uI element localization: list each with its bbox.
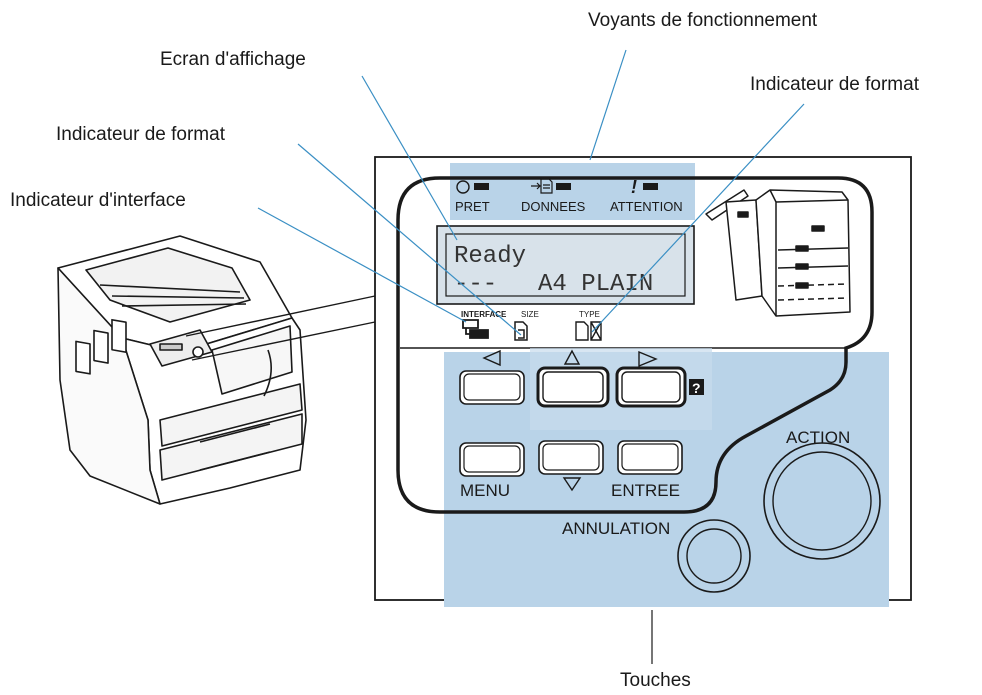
ready-light-icon [456,180,470,194]
lcd-line-2-right: A4 PLAIN [538,271,653,298]
triangle-up-icon [563,349,581,365]
leader-lines [257,49,805,664]
size-icon [514,321,528,341]
leader-interface-indicator [257,207,467,323]
leader-operation-lights [589,49,627,161]
zoom-line-top [185,295,376,337]
zoom-line-bottom [191,321,376,361]
lcd-display: Ready --- A4 PLAIN [436,225,695,305]
interface-icon-label: INTERFACE [461,310,507,319]
triangle-left-icon [482,349,501,367]
action-key-label: ACTION [786,428,850,447]
data-light-icon [531,178,553,194]
operation-lights: PRET DONNEES ! ATTENTION [455,177,683,214]
help-icon: ? [692,380,701,396]
up-key[interactable] [536,366,610,408]
attention-label: ATTENTION [610,199,683,214]
callout-size-indicator: Indicateur de format [56,124,226,145]
type-icon [575,321,602,341]
printer-illustration [57,235,307,505]
action-key[interactable] [763,442,881,560]
callout-interface-indicator: Indicateur d'interface [10,190,186,211]
lcd-line-2-left: --- [454,271,497,298]
right-key[interactable] [615,366,687,408]
enter-key-label: ENTREE [611,481,680,500]
status-icons: INTERFACE SIZE TYPE [461,310,602,341]
size-icon-label: SIZE [521,310,539,319]
leader-type-indicator [591,103,805,333]
ready-led [474,183,489,190]
cancel-key-label: ANNULATION [562,519,670,538]
help-badge [689,379,704,395]
menu-key[interactable] [459,442,525,477]
lights-highlight [450,163,695,220]
lcd-line-1: Ready [454,243,526,270]
keys-group: ? MENU ENTREE ACTION ANNULATION [459,348,881,593]
ready-label: PRET [455,199,490,214]
attention-light-icon: ! [631,177,637,197]
attention-led [643,183,658,190]
menu-key-label: MENU [460,481,510,500]
interface-icon [462,319,489,339]
data-label: DONNEES [521,199,586,214]
cancel-key[interactable] [677,519,751,593]
callout-keys: Touches [620,670,691,691]
enter-key[interactable] [617,440,683,475]
triangle-right-icon [638,350,658,368]
left-key[interactable] [459,370,525,405]
data-led [556,183,571,190]
callout-operation-lights: Voyants de fonctionnement [588,10,818,31]
down-key[interactable] [538,440,604,475]
callout-type-indicator: Indicateur de format [750,74,920,95]
type-icon-label: TYPE [579,310,600,319]
callout-display-screen: Ecran d'affichage [160,49,306,70]
leader-display-screen [361,75,458,241]
leader-size-indicator [297,143,522,336]
printer-status-illustration [705,189,851,317]
panel-outline [396,176,874,514]
triangle-down-icon [562,477,582,492]
